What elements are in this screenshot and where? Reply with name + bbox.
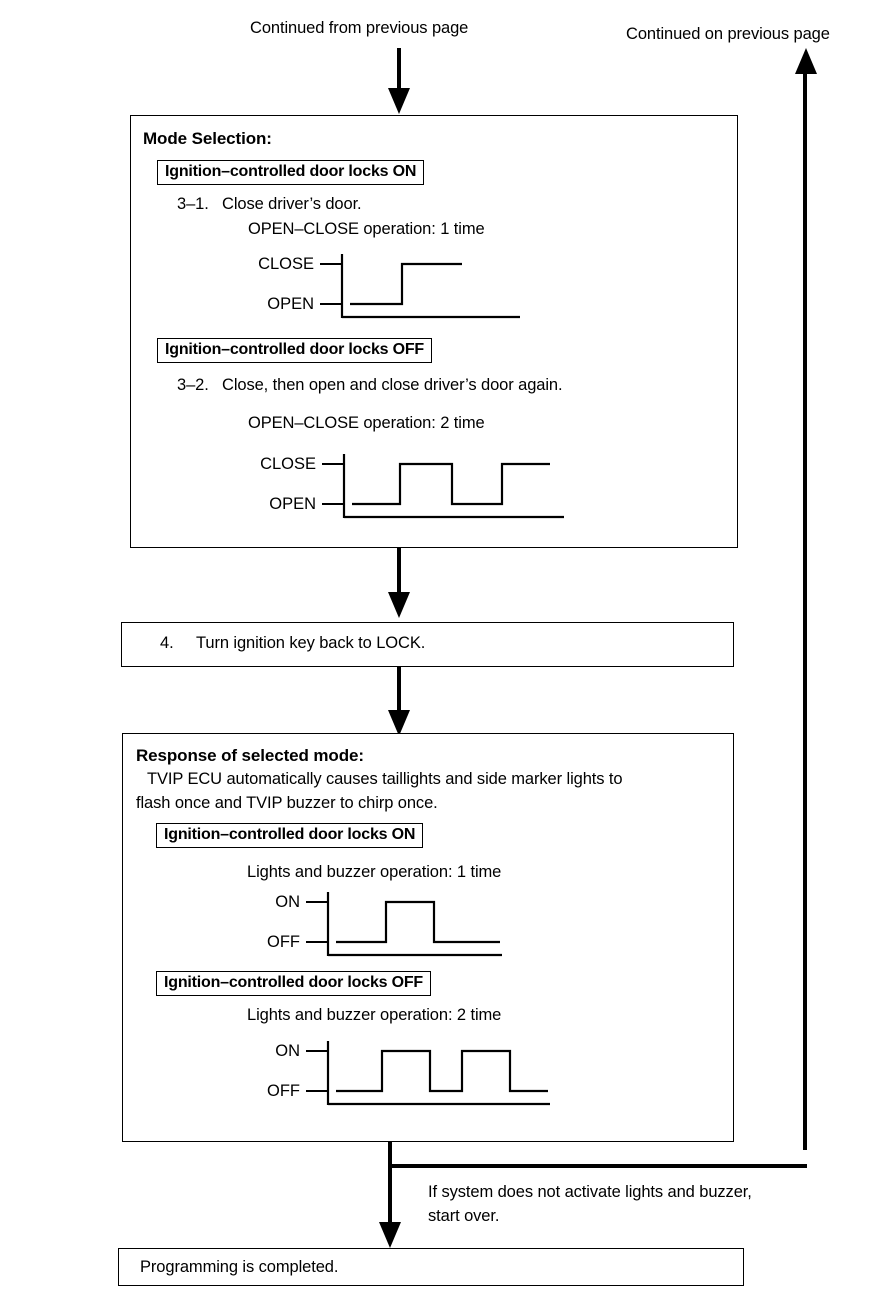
step4-text: Turn ignition key back to LOCK. [196,634,426,652]
connector-response-to-final-arrow [379,1222,401,1248]
entry-connector-line [397,48,401,94]
retry-note-line-2: start over. [428,1207,500,1225]
connector-mode-to-step4-arrow [388,592,410,618]
waveform-4-low-label: OFF [267,1082,300,1100]
waveform-1-low-label: OPEN [267,295,314,313]
mode-selection-box [130,115,738,548]
waveform-lights-2time [306,1039,554,1111]
retry-branch-line [388,1164,807,1168]
response-box [122,733,734,1142]
waveform-3-low-label: OFF [267,933,300,951]
waveform-2-low-label: OPEN [269,495,316,513]
connector-step4-to-response-arrow [388,710,410,736]
response-box-title: Response of selected mode: [136,746,364,765]
waveform-4-high-label: ON [275,1042,300,1060]
waveform-2-high-label: CLOSE [260,455,316,473]
entry-arrow-head [388,88,410,114]
waveform-door-2time [322,452,567,524]
lights-buzzer-1-time-caption: Lights and buzzer operation: 1 time [247,863,502,881]
step-3-1-number: 3–1. [177,195,209,213]
return-arrow-head [795,48,817,74]
final-box-text: Programming is completed. [140,1258,339,1276]
continued-from-previous-page-label: Continued from previous page [250,19,469,37]
open-close-operation-1-time-caption: OPEN–CLOSE operation: 1 time [248,220,485,238]
lights-buzzer-2-time-caption: Lights and buzzer operation: 2 time [247,1006,502,1024]
connector-response-to-final [388,1142,392,1234]
mode-tag-door-locks-off-2: Ignition–controlled door locks OFF [156,971,431,996]
waveform-3-high-label: ON [275,893,300,911]
connector-step4-to-response [397,667,401,714]
continued-on-previous-page-label: Continued on previous page [626,25,830,43]
waveform-lights-1time [306,890,506,962]
step4-number: 4. [160,634,174,652]
mode-tag-door-locks-off-1: Ignition–controlled door locks OFF [157,338,432,363]
final-box [118,1248,744,1286]
mode-tag-door-locks-on-2: Ignition–controlled door locks ON [156,823,424,848]
retry-note-line-1: If system does not activate lights and b… [428,1183,752,1201]
mode-selection-title: Mode Selection: [143,129,272,148]
step4-box [121,622,734,667]
step-3-2-text: Close, then open and close driver’s door… [222,376,563,394]
step-3-2-number: 3–2. [177,376,209,394]
waveform-1-high-label: CLOSE [258,255,314,273]
connector-mode-to-step4 [397,548,401,596]
response-description-line-1: TVIP ECU automatically causes taillights… [147,770,623,788]
open-close-operation-2-time-caption: OPEN–CLOSE operation: 2 time [248,414,485,432]
waveform-door-1time [320,252,525,324]
step-3-1-text: Close driver’s door. [222,195,362,213]
response-description-line-2: flash once and TVIP buzzer to chirp once… [136,794,438,812]
return-connector-line [803,72,807,1150]
mode-tag-door-locks-on-1: Ignition–controlled door locks ON [157,160,425,185]
